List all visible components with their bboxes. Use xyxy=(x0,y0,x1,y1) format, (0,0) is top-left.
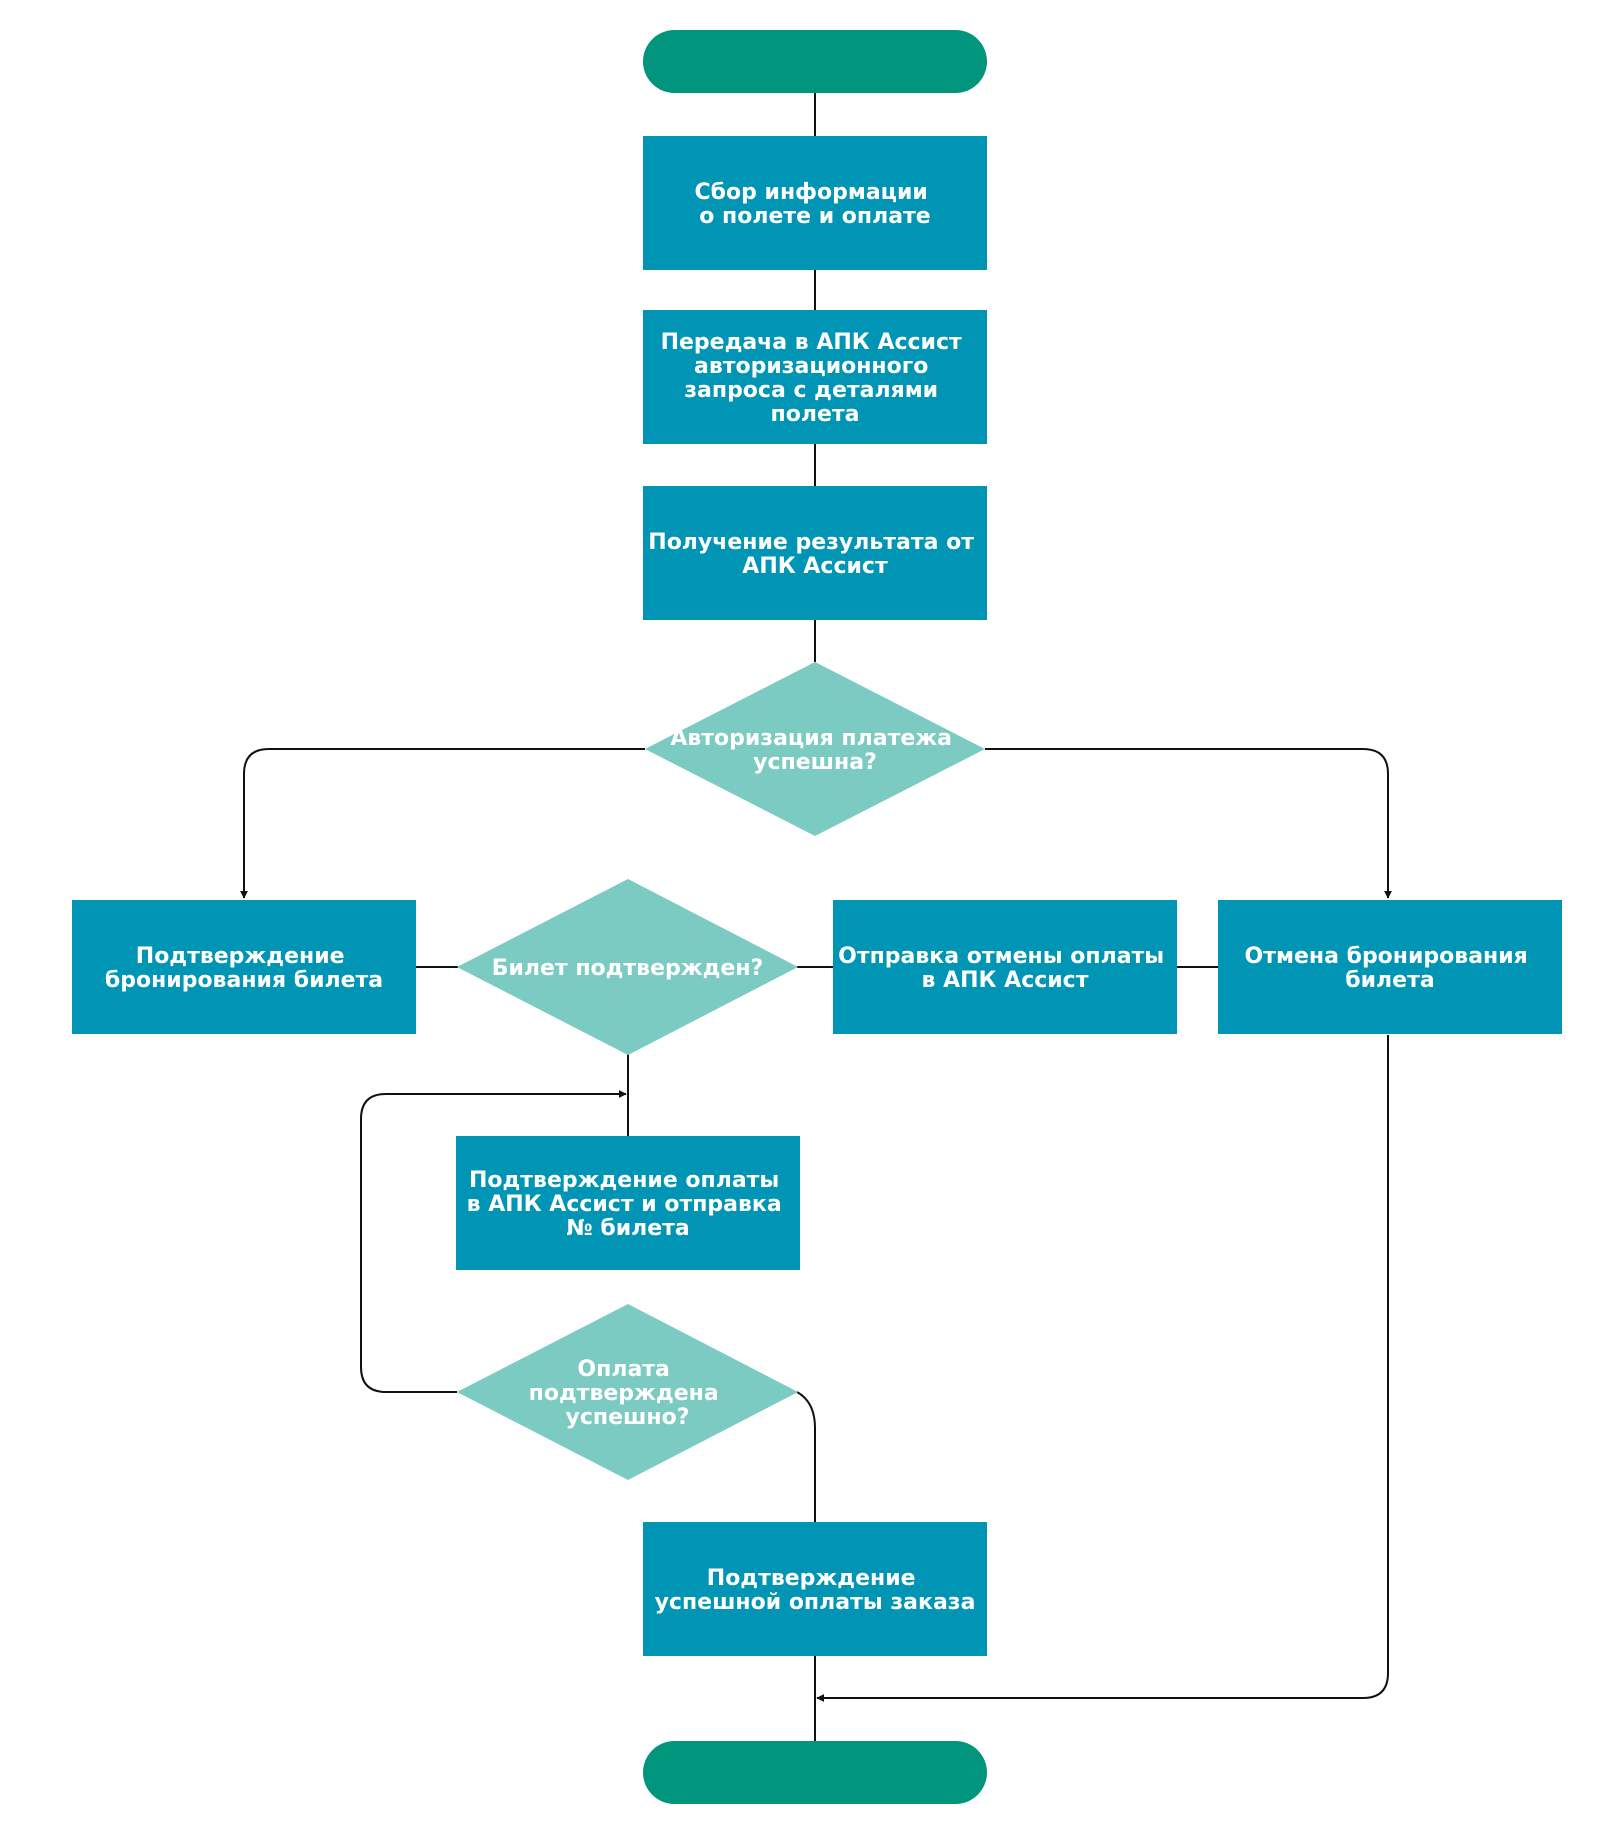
decision-ticket-confirmed-label: Билет подтвержден? xyxy=(492,956,764,981)
end-terminator-shape xyxy=(643,1741,987,1804)
label-line: подтверждена xyxy=(529,1381,719,1406)
label-line: № билета xyxy=(566,1216,690,1241)
label-line: Подтверждение оплаты xyxy=(469,1168,779,1193)
label-line: Отмена бронирования xyxy=(1245,944,1528,969)
label-line: о полете и оплате xyxy=(699,204,930,229)
step-collect-info: Сбор информации о полете и оплате xyxy=(643,136,987,270)
label-line: успешно? xyxy=(566,1405,690,1430)
label-line: в АПК Ассист и отправка xyxy=(467,1192,782,1217)
label-line: авторизационного xyxy=(694,354,928,379)
decision-auth-success-label: Авторизация платежа успешна? xyxy=(670,726,959,775)
label-line: успешна? xyxy=(753,750,877,775)
label-line: Отправка отмены оплаты xyxy=(838,944,1164,969)
connectors xyxy=(240,93,1392,1741)
step-send-cancel-payment-box xyxy=(833,900,1177,1034)
decision-auth-success-diamond xyxy=(645,662,985,836)
step-confirm-payment-send-ticket: Подтверждение оплаты в АПК Ассист и отпр… xyxy=(456,1136,800,1270)
connector-payment-decision-loop-back xyxy=(360,1090,627,1393)
step-get-result-label: Получение результата от АПК Ассист xyxy=(648,530,981,579)
label-line: Получение результата от xyxy=(648,530,974,555)
label-line: Подтверждение xyxy=(136,944,345,969)
step-confirm-order-payment-box xyxy=(643,1522,987,1656)
step-confirm-booking: Подтверждение бронирования билета xyxy=(72,900,416,1034)
step-cancel-booking-box xyxy=(1218,900,1562,1034)
label-line: Авторизация платежа xyxy=(670,726,952,751)
step-confirm-payment-send-ticket-box xyxy=(456,1136,800,1270)
step-confirm-payment-send-ticket-label: Подтверждение оплаты в АПК Ассист и отпр… xyxy=(467,1168,790,1241)
step-send-auth-request-label: Передача в АПК Ассист авторизационного з… xyxy=(661,330,970,427)
end-terminator xyxy=(643,1741,987,1804)
step-get-result: Получение результата от АПК Ассист xyxy=(643,486,987,620)
label-line: полета xyxy=(771,402,860,427)
step-confirm-booking-box xyxy=(72,900,416,1034)
label-line: бронирования билета xyxy=(105,968,383,993)
step-send-auth-request-box xyxy=(643,310,987,444)
start-terminator xyxy=(643,30,987,93)
step-send-cancel-payment-label: Отправка отмены оплаты в АПК Ассист xyxy=(838,944,1172,993)
label-line: Передача в АПК Ассист xyxy=(661,330,962,355)
label-line: Сбор информации xyxy=(695,180,928,205)
connector-payment-decision-to-confirm-order xyxy=(796,1391,816,1522)
step-confirm-booking-label: Подтверждение бронирования билета xyxy=(105,944,383,993)
label-line: успешной оплаты заказа xyxy=(655,1590,976,1615)
decision-auth-success: Авторизация платежа успешна? xyxy=(645,662,985,836)
label-line: билета xyxy=(1345,968,1434,993)
step-collect-info-box xyxy=(643,136,987,270)
connector-auth-to-confirm-booking xyxy=(240,748,645,899)
step-send-cancel-payment: Отправка отмены оплаты в АПК Ассист xyxy=(833,900,1177,1034)
nodes: Сбор информации о полете и оплате Переда… xyxy=(72,30,1562,1804)
label-line: АПК Ассист xyxy=(742,554,888,579)
step-cancel-booking-label: Отмена бронирования билета xyxy=(1245,944,1536,993)
label-line: в АПК Ассист xyxy=(922,968,1089,993)
decision-payment-confirmed-label: Оплата подтверждена успешно? xyxy=(529,1357,727,1430)
label-line: запроса с деталями xyxy=(684,378,938,403)
decision-ticket-confirmed: Билет подтвержден? xyxy=(457,879,798,1055)
step-confirm-order-payment: Подтверждение успешной оплаты заказа xyxy=(643,1522,987,1656)
step-get-result-box xyxy=(643,486,987,620)
step-send-auth-request: Передача в АПК Ассист авторизационного з… xyxy=(643,310,987,444)
connector-cancel-booking-to-end xyxy=(816,1035,1389,1702)
step-collect-info-label: Сбор информации о полете и оплате xyxy=(695,180,936,229)
step-confirm-order-payment-label: Подтверждение успешной оплаты заказа xyxy=(655,1566,976,1615)
label-line: Оплата xyxy=(577,1357,669,1382)
decision-payment-confirmed-diamond xyxy=(457,1304,798,1480)
start-terminator-shape xyxy=(643,30,987,93)
decision-ticket-confirmed-diamond xyxy=(457,879,798,1055)
decision-payment-confirmed: Оплата подтверждена успешно? xyxy=(457,1304,798,1480)
step-cancel-booking: Отмена бронирования билета xyxy=(1218,900,1562,1034)
connector-auth-to-cancel-booking xyxy=(985,748,1392,899)
label-line: Билет подтвержден? xyxy=(492,956,764,981)
label-line: Подтверждение xyxy=(707,1566,916,1591)
